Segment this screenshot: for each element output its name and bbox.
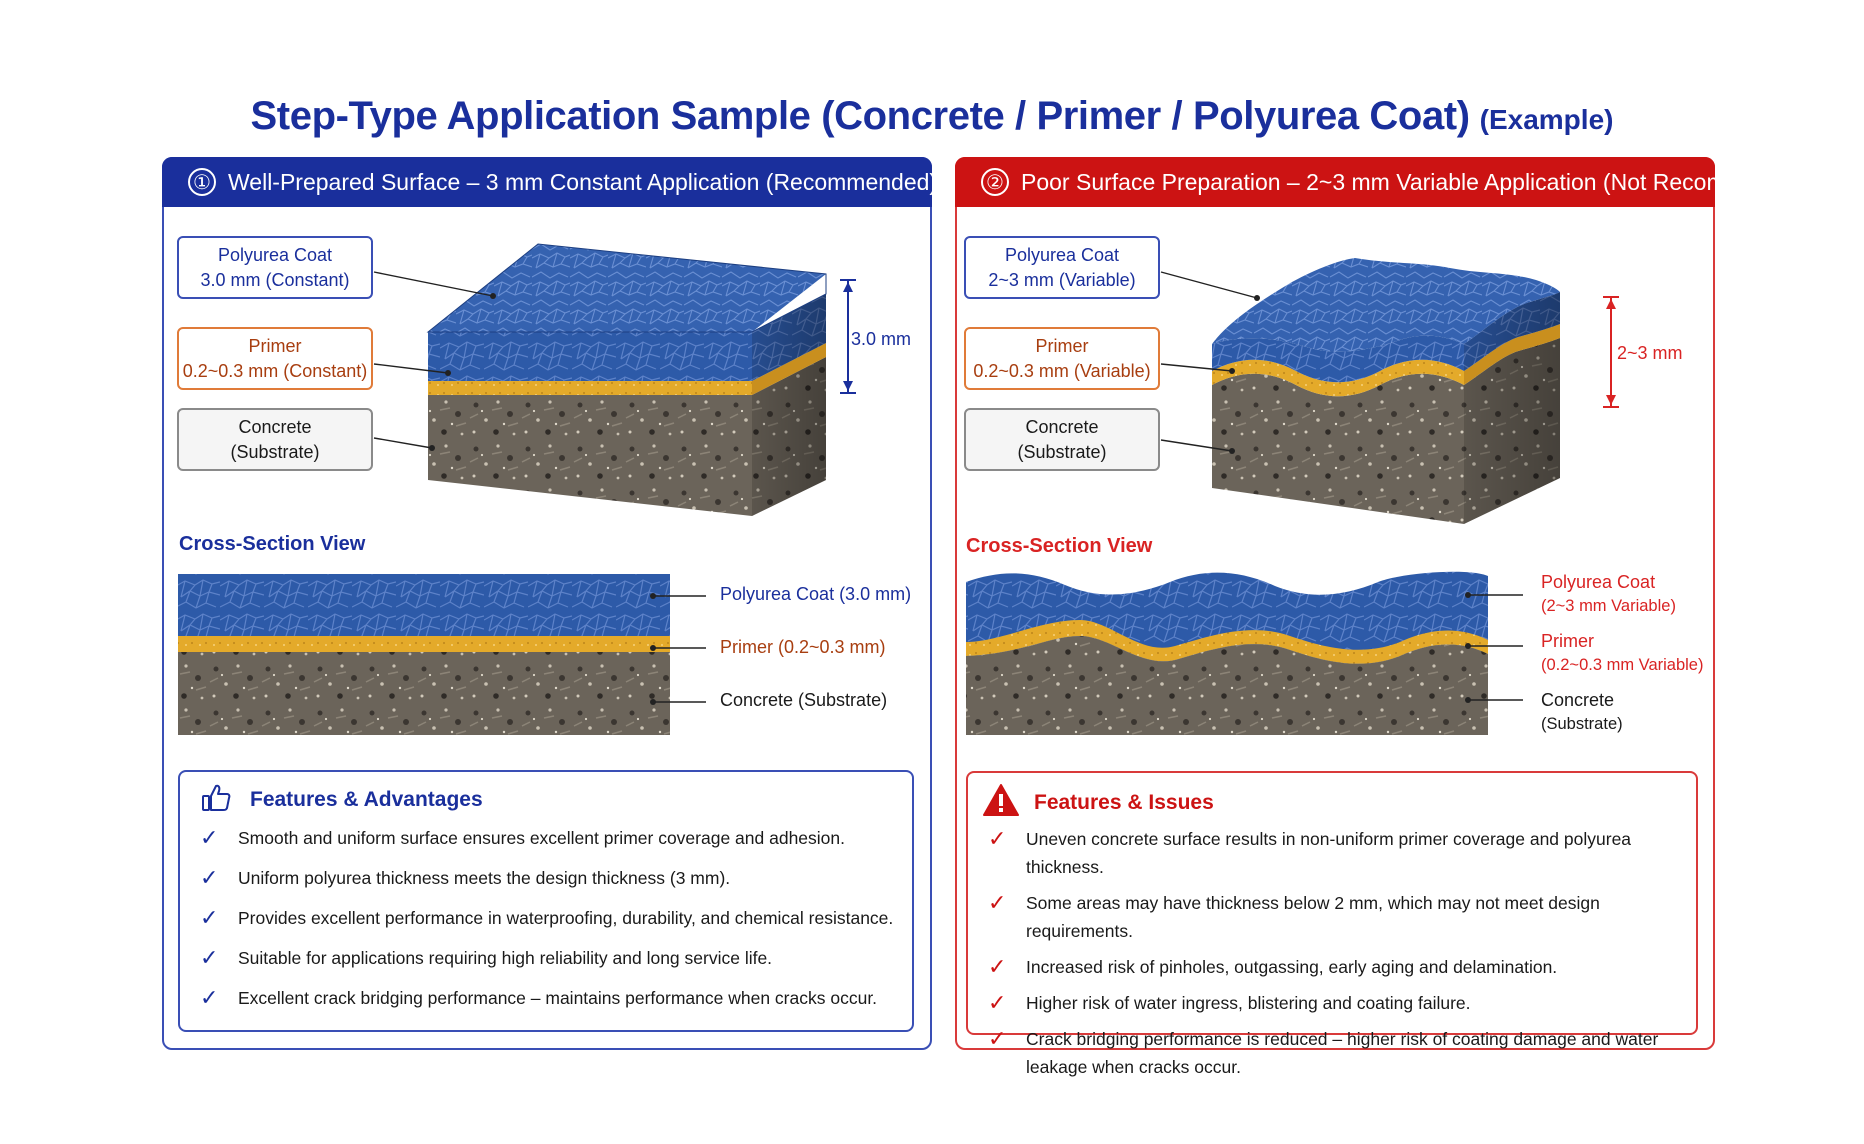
check-icon: ✓ (200, 945, 219, 970)
label-line: 0.2~0.3 mm (Constant) (182, 360, 368, 381)
feature-text: Uniform polyurea thickness meets the des… (238, 868, 731, 888)
label-line: Primer (248, 335, 302, 356)
check-icon: ✓ (988, 826, 1007, 851)
number-badge-2: ② (981, 168, 1009, 196)
label-line: Concrete (1541, 690, 1615, 710)
label-line: Polyurea Coat (217, 244, 333, 265)
number-badge-1: ① (188, 168, 216, 196)
label-primer: Primer 0.2~0.3 mm (Constant) (177, 327, 373, 390)
check-icon: ✓ (988, 890, 1007, 915)
label-line: 0.2~0.3 mm (Variable) (973, 360, 1151, 381)
label-line: Primer (1035, 335, 1089, 356)
cross-section-label-concrete: Concrete (Substrate) (720, 690, 888, 710)
cross-section-label-primer: Primer (0.2~0.3 mm Variable) (1541, 629, 1703, 677)
check-icon: ✓ (200, 985, 219, 1010)
title-suffix: (Example) (1479, 104, 1614, 135)
label-line: (2~3 mm Variable) (1541, 597, 1676, 615)
thumbs-up-icon (202, 784, 231, 811)
cross-section-label-polyurea: Polyurea Coat (2~3 mm Variable) (1541, 570, 1676, 618)
page-title: Step-Type Application Sample (Concrete /… (0, 94, 1864, 139)
check-icon: ✓ (200, 865, 219, 890)
label-line: Polyurea Coat (1004, 244, 1120, 265)
label-polyurea-coat: Polyurea Coat 3.0 mm (Constant) (177, 236, 373, 299)
feature-item: ✓ Higher risk of water ingress, blisterin… (988, 989, 1684, 1017)
label-polyurea-coat: Polyurea Coat 2~3 mm (Variable) (964, 236, 1160, 299)
check-icon: ✓ (200, 905, 219, 930)
feature-item: ✓ Uneven concrete surface results in non-… (988, 825, 1684, 881)
dimension-label: 2~3 mm (1617, 343, 1683, 363)
feature-text: Uneven concrete surface results in non-u… (1026, 829, 1632, 877)
feature-item: ✓ Some areas may have thickness below 2 m… (988, 889, 1684, 945)
features-box-issues: Features & Issues ✓ Uneven concrete surfa… (966, 771, 1698, 1077)
label-primer: Primer 0.2~0.3 mm (Variable) (964, 327, 1160, 390)
label-line: Concrete (238, 416, 312, 437)
cross-section-title: Cross-Section View (966, 535, 1153, 557)
label-line: 3.0 mm (Constant) (200, 269, 350, 290)
label-line: Polyurea Coat (1541, 572, 1656, 592)
cross-section-recommended (178, 574, 706, 735)
feature-item: ✓ Increased risk of pinholes, outgassing,… (988, 953, 1684, 981)
block-3d-not-recommended (1160, 258, 1619, 524)
panel-header-recommended: ① Well-Prepared Surface – 3 mm Constant … (162, 157, 932, 207)
check-icon: ✓ (988, 990, 1007, 1015)
feature-item: ✓ Excellent crack bridging performance – … (200, 984, 900, 1012)
features-box-advantages: Features & Advantages ✓ Smooth and unifor… (178, 770, 914, 1032)
label-line: Concrete (1025, 416, 1099, 437)
check-icon: ✓ (200, 825, 219, 850)
panel-header-not-recommended: ② Poor Surface Preparation – 2~3 mm Vari… (955, 157, 1715, 207)
cross-section-label-primer: Primer (0.2~0.3 mm) (720, 637, 886, 657)
cross-section-label-polyurea: Polyurea Coat (3.0 mm) (720, 584, 912, 604)
warning-icon (983, 784, 1019, 816)
check-icon: ✓ (988, 1026, 1007, 1051)
label-concrete: Concrete (Substrate) (964, 408, 1160, 471)
feature-text: Suitable for applications requiring high… (238, 948, 773, 968)
label-line: (Substrate) (1541, 715, 1623, 733)
feature-text: Increased risk of pinholes, outgassing, … (1026, 957, 1558, 977)
feature-text: Smooth and uniform surface ensures excel… (238, 828, 846, 848)
feature-item: ✓ Crack bridging performance is reduced –… (988, 1025, 1684, 1081)
feature-text: Provides excellent performance in waterp… (238, 908, 894, 928)
feature-text: Excellent crack bridging performance – m… (238, 988, 878, 1008)
panel-recommended: ① Well-Prepared Surface – 3 mm Constant … (162, 157, 932, 1050)
label-line: (Substrate) (230, 441, 320, 462)
feature-text: Some areas may have thickness below 2 mm… (1026, 893, 1600, 941)
cross-section-title: Cross-Section View (179, 533, 366, 555)
cross-section-not-recommended (966, 571, 1523, 735)
features-title: Features & Advantages (250, 788, 483, 811)
label-line: Primer (1541, 631, 1594, 651)
dimension-label: 3.0 mm (851, 329, 912, 349)
feature-item: ✓ Suitable for applications requiring hig… (200, 944, 900, 972)
cross-section-label-concrete: Concrete (Substrate) (1541, 688, 1623, 736)
panel-not-recommended: ② Poor Surface Preparation – 2~3 mm Vari… (955, 157, 1715, 1050)
feature-item: ✓ Uniform polyurea thickness meets the de… (200, 864, 900, 892)
feature-item: ✓ Provides excellent performance in water… (200, 904, 900, 932)
label-concrete: Concrete (Substrate) (177, 408, 373, 471)
feature-text: Crack bridging performance is reduced – … (1026, 1029, 1659, 1077)
features-list: ✓ Uneven concrete surface results in non-… (988, 825, 1684, 1089)
label-line: (Substrate) (1017, 441, 1107, 462)
feature-text: Higher risk of water ingress, blistering… (1026, 993, 1471, 1013)
title-main: Step-Type Application Sample (Concrete /… (250, 94, 1471, 138)
label-line: 2~3 mm (Variable) (988, 269, 1136, 290)
block-3d-recommended (373, 243, 856, 516)
label-line: (0.2~0.3 mm Variable) (1541, 656, 1704, 674)
features-list: ✓ Smooth and uniform surface ensures exce… (200, 824, 900, 1024)
check-icon: ✓ (988, 954, 1007, 979)
header-text: Well-Prepared Surface – 3 mm Constant Ap… (228, 168, 932, 195)
features-title: Features & Issues (1034, 791, 1214, 814)
feature-item: ✓ Smooth and uniform surface ensures exce… (200, 824, 900, 852)
header-text: Poor Surface Preparation – 2~3 mm Variab… (1021, 168, 1715, 195)
